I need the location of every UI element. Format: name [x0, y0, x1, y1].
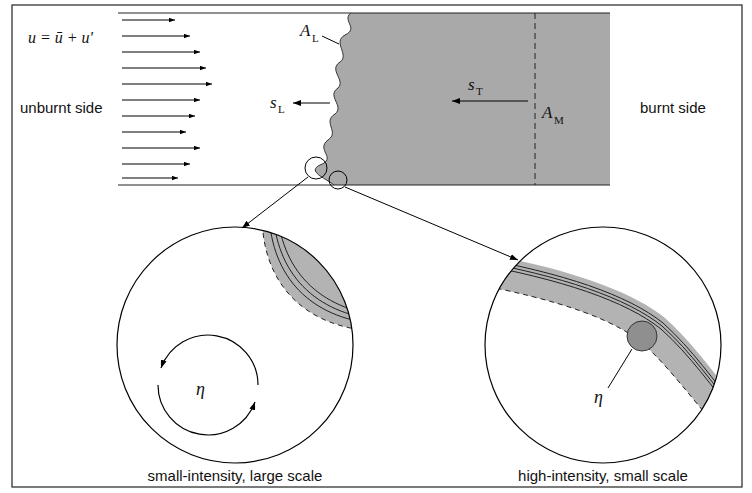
eddy-arc: [161, 335, 258, 385]
laminar-speed-arrow: [293, 103, 330, 104]
channel-wall: [118, 12, 610, 13]
symbol: s: [270, 94, 277, 111]
eddy-arc: [158, 385, 255, 435]
region-label: burnt side: [640, 100, 706, 115]
zoom-leader: [242, 177, 308, 228]
zoom-marker: [329, 171, 347, 189]
symbol-subscript: L: [312, 33, 319, 44]
symbol: A: [300, 22, 310, 39]
eddy-size-symbol: η: [594, 388, 603, 406]
mean-flame-line: [535, 13, 536, 185]
velocity-formula: u = ū + u': [28, 30, 93, 46]
symbol-subscript: M: [554, 115, 564, 126]
magnified-view-left: [262, 200, 377, 330]
channel-wall: [118, 184, 610, 185]
leader-line: [608, 349, 632, 388]
caption-label: high-intensity, small scale: [518, 468, 688, 483]
reaction-line: [273, 204, 373, 319]
velocity-arrow: [122, 52, 200, 53]
symbol: s: [468, 76, 475, 93]
reaction-line: [472, 260, 737, 413]
magnifier-circle: [117, 227, 353, 463]
zoom-leader: [345, 187, 518, 260]
outer-frame: [12, 5, 742, 487]
caption-label: small-intensity, large scale: [148, 468, 323, 483]
velocity-arrow: [122, 100, 200, 101]
burnt-region: [315, 13, 610, 185]
small-eddy: [627, 321, 657, 351]
reaction-line: [269, 208, 369, 323]
reaction-line: [473, 257, 738, 410]
velocity-arrow: [122, 132, 186, 133]
preheat-boundary: [262, 215, 362, 330]
burnt-region: [262, 215, 362, 330]
velocity-arrow: [122, 84, 212, 85]
velocity-arrow: [122, 148, 200, 149]
velocity-arrow: [122, 116, 195, 117]
turbulent-speed-arrow: [452, 100, 528, 101]
symbol: A: [542, 104, 552, 121]
velocity-arrow: [122, 164, 190, 165]
symbol-subscript: T: [476, 86, 483, 97]
velocity-arrow: [122, 68, 206, 69]
velocity-arrow: [122, 20, 175, 21]
velocity-arrow: [122, 36, 190, 37]
reaction-line: [471, 263, 736, 416]
velocity-profile: [122, 20, 212, 178]
magnifier-circle: [485, 227, 721, 463]
preheat-boundary: [470, 283, 725, 435]
region-label: unburnt side: [20, 100, 103, 115]
magnified-view-right: [470, 252, 740, 435]
eddy-size-symbol: η: [196, 380, 205, 398]
zoom-marker: [305, 157, 327, 179]
symbol-subscript: L: [278, 104, 285, 115]
channel: [315, 13, 610, 185]
velocity-arrow: [122, 178, 178, 179]
leader-line: [322, 36, 339, 44]
preheat-band: [470, 252, 740, 435]
reaction-line: [277, 200, 377, 315]
